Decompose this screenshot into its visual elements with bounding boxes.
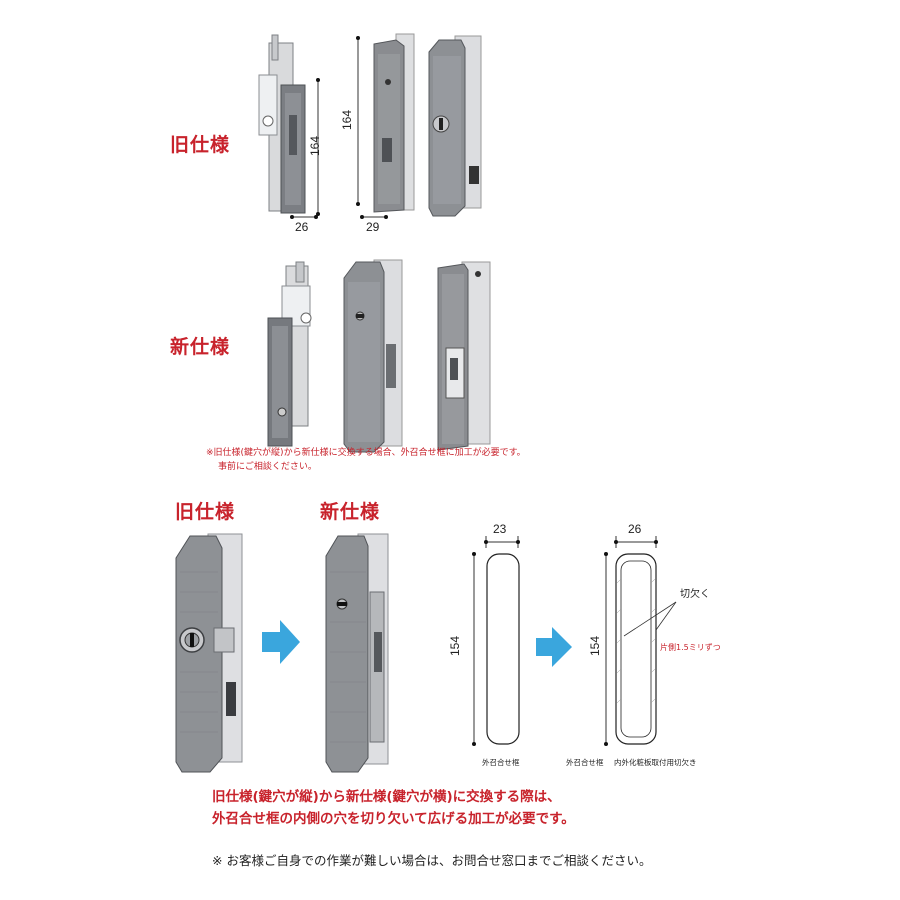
new-spec-label: 新仕様 [170, 336, 231, 358]
notch-leader-lines [623, 601, 677, 637]
frame-after-height: 154 [588, 636, 602, 657]
dim-old-width-a: 26 [295, 220, 309, 234]
frame-before-dimension-top [484, 536, 520, 548]
dimension-line-164-a [316, 78, 320, 216]
frame-after-width: 26 [628, 522, 642, 536]
frame-before-caption: 外召合せ框 [482, 758, 520, 767]
frame-after-dimension-top [614, 536, 658, 548]
old-lock-photo-front [373, 33, 415, 213]
new-spec-label-bottom: 新仕様 [320, 501, 381, 523]
old-spec-label: 旧仕様 [170, 134, 231, 156]
top-note: ※旧仕様(鍵穴が縦)から新仕様に交換する場合、外召合せ框に加工が必要です。 事前… [206, 446, 606, 474]
frame-after-dimension-side [604, 552, 608, 746]
frame-before-dimension-side [472, 552, 476, 746]
dimension-line-164-b [356, 36, 360, 206]
frame-after-outline [615, 553, 657, 745]
dim-old-height-a: 164 [308, 136, 322, 157]
old-handle-large-photo [175, 533, 243, 773]
dimension-line-26 [290, 215, 318, 219]
footer-warning-line2: 外召合せ框の内側の穴を切り欠いて広げる加工が必要です。 [212, 811, 575, 827]
top-note-line1: ※旧仕様(鍵穴が縦)から新仕様に交換する場合、外召合せ框に加工が必要です。 [206, 448, 526, 458]
new-lock-photo-front [437, 261, 491, 451]
dimension-line-29 [360, 215, 388, 219]
top-note-line2: 事前にご相談ください。 [218, 462, 317, 472]
footer-warning: 旧仕様(鍵穴が縦)から新仕様(鍵穴が横)に交換する際は、 外召合せ框の内側の穴を… [212, 786, 692, 830]
dim-old-height-b: 164 [340, 110, 354, 131]
new-lock-photo-handle [343, 259, 403, 453]
footer-warning-line1: 旧仕様(鍵穴が縦)から新仕様(鍵穴が横)に交換する際は、 [212, 789, 561, 805]
frame-before-outline [486, 553, 520, 745]
old-lock-photo-handle [428, 35, 482, 217]
old-lock-photo-side [258, 34, 306, 214]
frame-after-caption1: 外召合せ框 [566, 758, 604, 767]
new-lock-photo-side [267, 261, 312, 447]
arrow-right-icon [262, 620, 300, 664]
frame-before-height: 154 [448, 636, 462, 657]
notch-label: 切欠く [680, 589, 710, 600]
new-handle-large-photo [325, 533, 389, 773]
dim-old-width-b: 29 [366, 220, 380, 234]
frame-after-caption2: 内外化粧板取付用切欠き [614, 758, 697, 767]
footer-consult-note: ※ お客様ご自身での作業が難しい場合は、お問合せ窓口までご相談ください。 [212, 853, 652, 868]
frame-before-width: 23 [493, 522, 507, 536]
notch-note: 片側1.5ミリずつ [660, 643, 721, 652]
arrow-right-icon-2 [536, 627, 572, 667]
old-spec-label-bottom: 旧仕様 [175, 501, 236, 523]
